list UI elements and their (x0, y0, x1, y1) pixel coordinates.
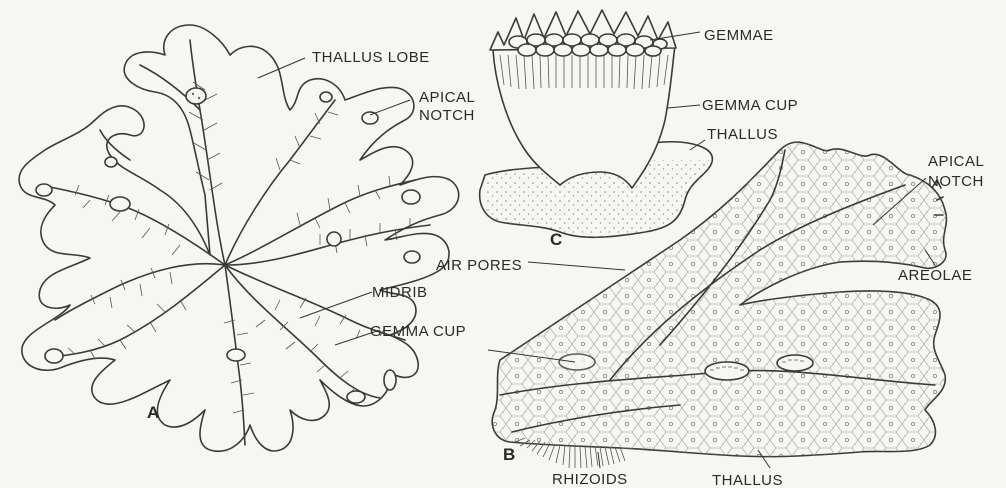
label-apical-notch-b-line1: APICAL (928, 153, 984, 170)
label-areolae: AREOLAE (898, 267, 972, 284)
label-thallus-lobe: THALLUS LOBE (312, 49, 430, 66)
panel-label-b: B (503, 445, 515, 464)
panel-c-gemma-cup (480, 10, 713, 240)
label-gemma-cup-c: GEMMA CUP (702, 97, 798, 114)
label-gemma-cup-a: GEMMA CUP (370, 323, 466, 340)
label-thallus-b: THALLUS (712, 472, 783, 488)
label-thallus-c: THALLUS (707, 126, 778, 143)
panel-label-c: C (550, 230, 562, 249)
label-midrib: MIDRIB (372, 284, 428, 301)
panel-a-thallus (19, 25, 459, 451)
label-apical-notch-a-line2: NOTCH (419, 107, 475, 124)
panel-label-a: A (147, 403, 159, 422)
label-gemmae: GEMMAE (704, 27, 774, 44)
label-air-pores: AIR PORES (436, 257, 522, 274)
label-rhizoids: RHIZOIDS (552, 471, 628, 488)
label-apical-notch-b-line2: NOTCH (928, 173, 984, 190)
gemmae (509, 34, 667, 56)
label-apical-notch-a-line1: APICAL (419, 89, 475, 106)
